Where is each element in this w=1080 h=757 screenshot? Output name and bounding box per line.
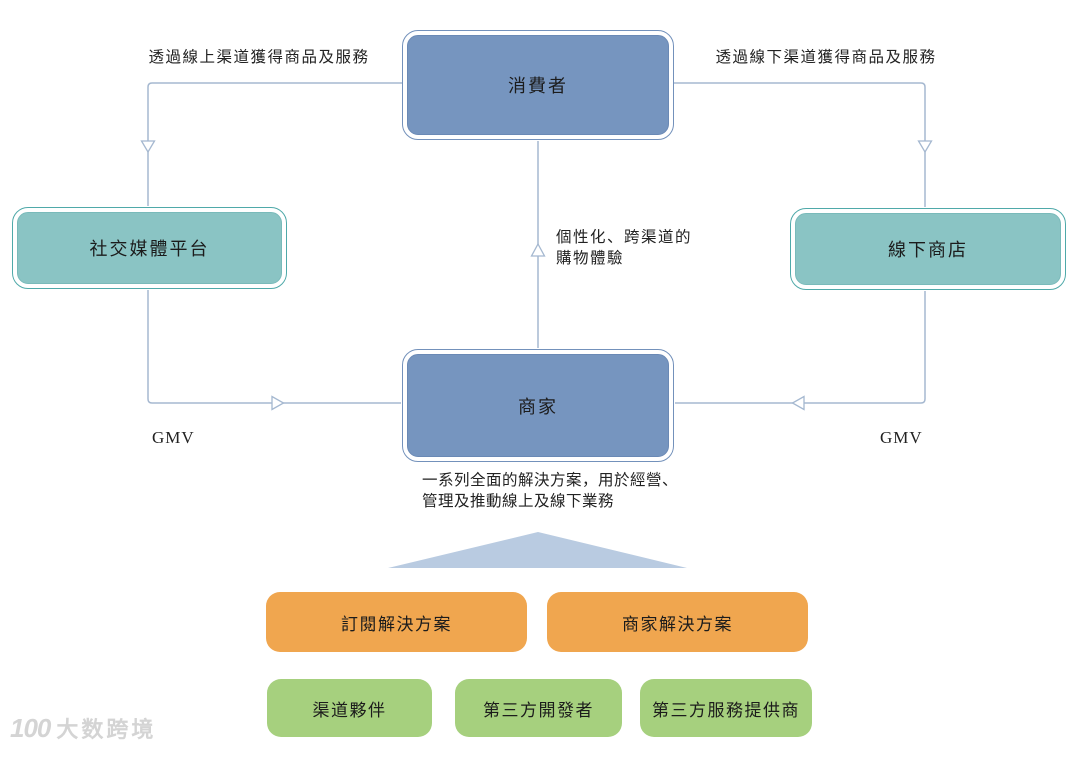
- node-merchant-label: 商家: [407, 354, 669, 457]
- solutions-caption-line2: 管理及推動線上及線下業務: [422, 493, 615, 510]
- watermark-logo-icon: 100: [10, 712, 51, 743]
- edge-offline-to-merchant: [675, 291, 926, 404]
- arrowhead-down-right: [917, 140, 933, 154]
- gmv-label-left: GMV: [152, 428, 195, 447]
- solution-subscription-label: 訂閱解決方案: [341, 614, 452, 634]
- edge-social-to-merchant: [147, 290, 401, 404]
- arrowhead-left: [791, 395, 805, 411]
- arrowhead-down-left: [140, 140, 156, 154]
- arrowhead-up-center: [530, 242, 546, 257]
- experience-line2: 購物體驗: [556, 250, 625, 267]
- edge-consumer-to-offline: [674, 82, 926, 207]
- node-consumer-label: 消費者: [407, 35, 669, 135]
- solution-subscription: 訂閱解決方案: [266, 592, 527, 652]
- partner-channel: 渠道夥伴: [267, 679, 432, 737]
- partner-third-party-developer-label: 第三方開發者: [483, 700, 594, 720]
- solutions-caption: 一系列全面的解決方案，用於經營、 管理及推動線上及線下業務: [422, 470, 702, 512]
- solution-merchant: 商家解決方案: [547, 592, 808, 652]
- node-consumer: 消費者: [402, 30, 674, 140]
- node-merchant: 商家: [402, 349, 674, 462]
- partner-third-party-developer: 第三方開發者: [455, 679, 622, 737]
- node-social-media-platform: 社交媒體平台: [12, 207, 287, 289]
- node-offline-store: 線下商店: [790, 208, 1066, 290]
- gmv-label-right: GMV: [880, 428, 923, 447]
- solutions-caption-line1: 一系列全面的解決方案，用於經營、: [422, 472, 679, 489]
- partner-channel-label: 渠道夥伴: [312, 700, 387, 720]
- edge-label-online-channel: 透過線上渠道獲得商品及服務: [148, 49, 370, 66]
- experience-line1: 個性化、跨渠道的: [556, 229, 693, 246]
- edge-label-shopping-experience: 個性化、跨渠道的 購物體驗: [556, 227, 736, 269]
- node-offline-store-label: 線下商店: [795, 213, 1061, 285]
- arrowhead-right: [271, 395, 285, 411]
- solution-merchant-label: 商家解決方案: [622, 614, 733, 634]
- edge-consumer-to-social: [147, 82, 402, 206]
- partner-third-party-service-label: 第三方服務提供商: [652, 700, 800, 720]
- edge-label-offline-channel: 透過線下渠道獲得商品及服務: [715, 49, 937, 66]
- partner-third-party-service: 第三方服務提供商: [640, 679, 812, 737]
- watermark: 100 大数跨境: [10, 712, 156, 744]
- funnel-triangle: [388, 532, 687, 568]
- watermark-text: 大数跨境: [56, 717, 157, 742]
- node-social-media-platform-label: 社交媒體平台: [17, 212, 282, 284]
